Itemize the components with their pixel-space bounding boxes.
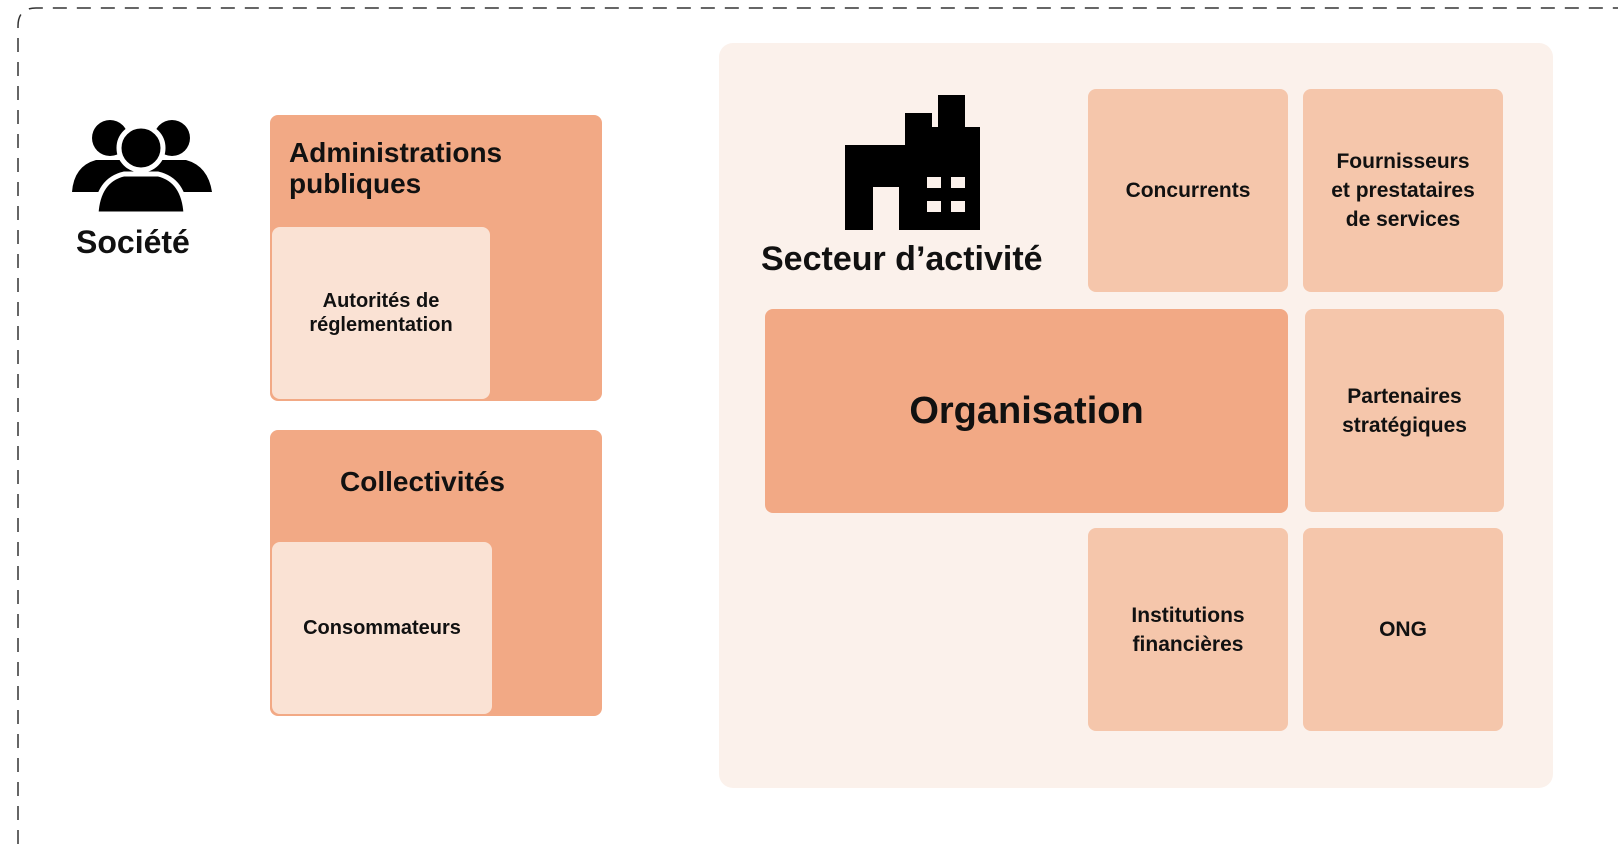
society-group: Société [66, 114, 216, 264]
industry-label: Secteur d’activité [761, 240, 1043, 278]
people-group-icon [72, 120, 212, 217]
suppliers-box: Fournisseurs et prestataires de services [1303, 89, 1503, 292]
society-label: Société [76, 224, 190, 260]
partners-box: Partenaires stratégiques [1305, 309, 1504, 512]
public-admin-block: Administrations publiques Autorités de r… [270, 115, 602, 401]
factory-icon [845, 95, 980, 230]
ngo-box: ONG [1303, 528, 1503, 731]
financial-institutions-box: Institutions financières [1088, 528, 1288, 731]
consumers-box: Consommateurs [272, 542, 492, 714]
regulators-box: Autorités de réglementation [272, 227, 490, 399]
organisation-box: Organisation [765, 309, 1288, 513]
competitors-box: Concurrents [1088, 89, 1288, 292]
communities-block: Collectivités Consommateurs [270, 430, 602, 716]
communities-label: Collectivités [340, 466, 505, 497]
public-admin-label: Administrations publiques [289, 137, 503, 199]
